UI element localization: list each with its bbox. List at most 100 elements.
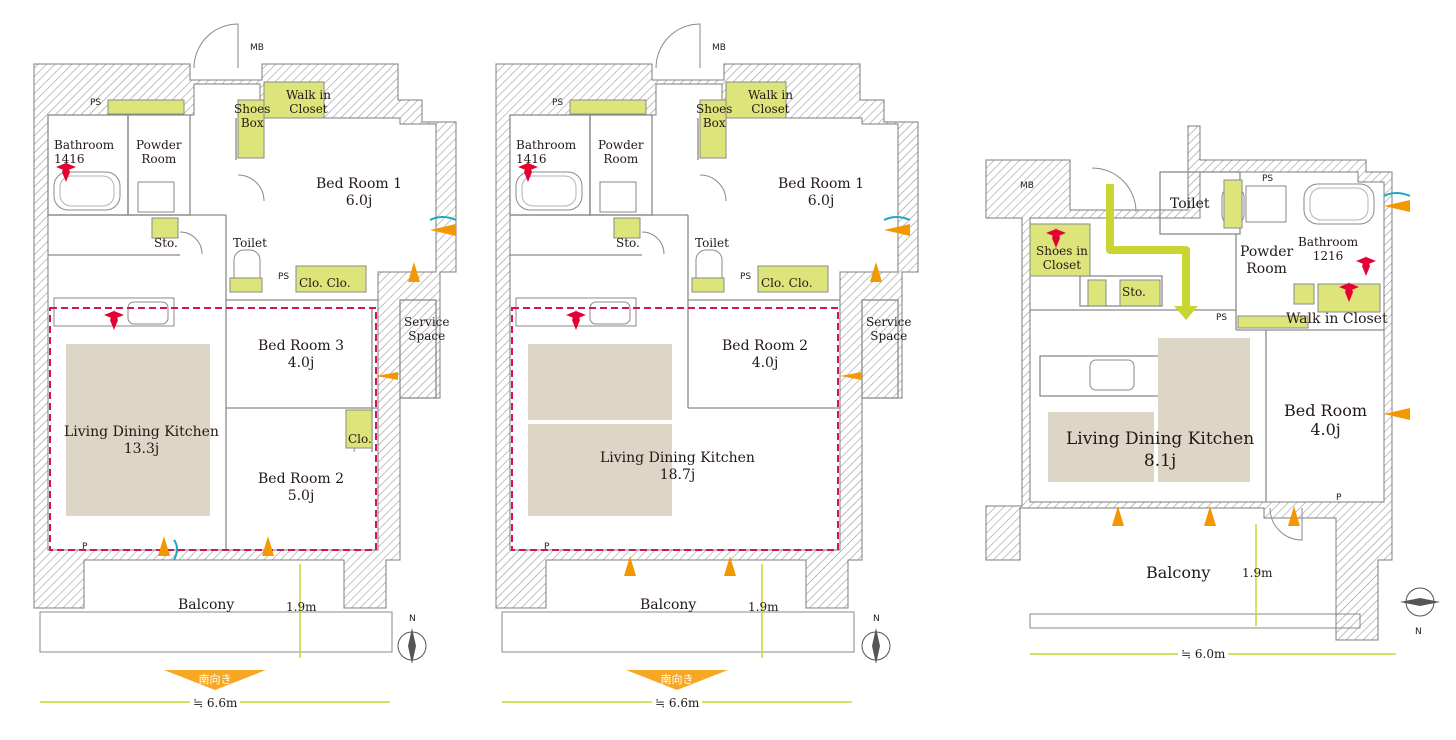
- plan-c-drawing: [985, 125, 1440, 655]
- plan-a-toilet-label: Toilet: [233, 236, 267, 250]
- plan-c-width-label: ≒ 6.0m: [1178, 647, 1229, 661]
- plan-a-compass-needle: [408, 628, 416, 664]
- plan-b-walk-in-closet-label: Walk in Closet: [748, 88, 793, 116]
- plan-c-entry-arrowhead: [1174, 306, 1198, 320]
- plan-a-sink: [127, 301, 169, 325]
- plan-b-powder-room-label: Powder Room: [598, 138, 644, 166]
- plan-c-balcony-label: Balcony: [1146, 563, 1211, 582]
- plan-c-walk-in-closet-label: Walk in Closet: [1286, 311, 1388, 327]
- plan-c-washbasin: [1245, 185, 1287, 223]
- plan-b-markers: [518, 162, 586, 330]
- plan-a-bedroom3-label: Bed Room 3 4.0j: [258, 338, 345, 371]
- plan-b-service-space-label: Service Space: [866, 315, 912, 343]
- plan-a-partitions: [47, 114, 437, 550]
- plan-b-drawing: [495, 23, 919, 703]
- plan-b-ldk-outline: [511, 307, 839, 551]
- plan-b-closets-label: Clo. Clo.: [761, 276, 813, 290]
- plan-a-drawing: [33, 23, 457, 703]
- plan-c-wind-icons: [1112, 192, 1411, 526]
- plan-a-walk-in-closet-label: Walk in Closet: [286, 88, 331, 116]
- plan-b-wind-icons: [624, 216, 911, 576]
- plan-a-bedroom1-label: Bed Room 1 6.0j: [316, 176, 403, 209]
- plan-c-storage-label: Sto.: [1122, 285, 1146, 299]
- plan-c-depth-label: 1.9m: [1242, 566, 1273, 580]
- plan-c-shoes-in-closet-label: Shoes in Closet: [1036, 244, 1088, 272]
- plan-a-mb-label: MB: [250, 43, 264, 53]
- plan-a-ldk-floor: [66, 344, 210, 516]
- plan-b-walls: [495, 63, 919, 609]
- plan-c-mb-label: MB: [1020, 181, 1034, 191]
- plan-a-width-label: ≒ 6.6m: [190, 696, 241, 710]
- plan-b-north-label: N: [873, 614, 880, 624]
- plan-a-closet-label: Clo.: [348, 432, 372, 446]
- plan-b-balcony-label: Balcony: [640, 597, 697, 613]
- plan-a-depth-label: 1.9m: [286, 600, 317, 614]
- plan-a-balcony-rail: [39, 611, 393, 653]
- plan-b-bedroom2-label: Bed Room 2 4.0j: [722, 338, 809, 371]
- plan-b-ldk-floor-top: [528, 344, 672, 420]
- plan-b-bedroom1-label: Bed Room 1 6.0j: [778, 176, 865, 209]
- plan-a-orientation-badge: 南向き: [198, 673, 232, 686]
- plan-b-bathroom-label: Bathroom 1416: [516, 138, 577, 166]
- plan-b-p-label: P: [544, 542, 550, 552]
- plan-c-balcony-rail: [1029, 613, 1361, 629]
- plan-b-doors: [641, 23, 727, 255]
- plan-a-wind-icons: [158, 216, 457, 561]
- plan-c-bedroom-label: Bed Room 4.0j: [1284, 401, 1368, 439]
- plan-b-storage: [569, 81, 829, 293]
- plan-c-ldk-floor-right: [1158, 338, 1250, 482]
- plan-a-markers: [56, 162, 124, 330]
- plan-c-entry-arrow-icon: [1106, 184, 1190, 308]
- plan-a-orientation-badge-shape: [164, 670, 266, 690]
- plan-c-north-label: N: [1415, 627, 1422, 637]
- plan-a-bedroom2-label: Bed Room 2 5.0j: [258, 471, 345, 504]
- plan-b-compass-needle: [872, 628, 880, 664]
- plan-a-shoes-box-label: Shoes Box: [234, 102, 271, 130]
- plan-a-north-label: N: [409, 614, 416, 624]
- plan-a-washbasin: [137, 181, 175, 213]
- plan-b-balcony-rail: [501, 611, 855, 653]
- plan-c-doors: [1091, 167, 1303, 541]
- plan-c-walls: [985, 125, 1393, 641]
- plan-c-bathtub: [1303, 183, 1375, 225]
- plan-b-storage-label: Sto.: [616, 236, 640, 250]
- plan-b-ldk-floor-bottom: [528, 424, 672, 516]
- plan-a-bathtub: [53, 171, 121, 211]
- plan-b-orientation-badge: 南向き: [660, 673, 694, 686]
- plan-b-ps2-label: PS: [740, 272, 752, 282]
- plan-b-sink: [589, 301, 631, 325]
- plan-c-markers: [1046, 228, 1376, 302]
- plan-a-walls: [33, 63, 457, 609]
- plan-b-orientation-badge-shape: [626, 670, 728, 690]
- plan-b-partitions: [509, 114, 899, 409]
- plan-c-sink: [1089, 359, 1135, 391]
- plan-a-balcony-label: Balcony: [178, 597, 235, 613]
- plan-c-powder-room-label: Powder Room: [1240, 244, 1294, 277]
- plan-a-ldk-label: Living Dining Kitchen 13.3j: [64, 424, 219, 457]
- plan-b-mb-label: MB: [712, 43, 726, 53]
- plan-a-service-space-label: Service Space: [404, 315, 450, 343]
- plan-c-compass-needle: [1400, 598, 1440, 606]
- plan-b-ldk-label: Living Dining Kitchen 18.7j: [600, 450, 755, 483]
- plan-b-ps-label: PS: [552, 98, 564, 108]
- plan-a-ldk-outline: [49, 307, 377, 551]
- plan-b-depth-label: 1.9m: [748, 600, 779, 614]
- plan-a-p-label: P: [82, 542, 88, 552]
- plan-c-ldk-floor-left: [1048, 412, 1154, 482]
- plan-b-bathtub-inner: [521, 175, 577, 207]
- plan-a-closets-label: Clo. Clo.: [299, 276, 351, 290]
- plan-c-partitions: [1030, 171, 1384, 502]
- plan-b-width-label: ≒ 6.6m: [652, 696, 703, 710]
- plan-a-bathroom-label: Bathroom 1416: [54, 138, 115, 166]
- plan-b-bathtub: [515, 171, 583, 211]
- plan-c-toilet-label: Toilet: [1170, 196, 1210, 212]
- plan-b-shoes-box-label: Shoes Box: [696, 102, 733, 130]
- plan-c-ps-label: PS: [1262, 174, 1274, 184]
- plan-a-bathtub-inner: [59, 175, 115, 207]
- plan-c-bathtub-inner: [1309, 187, 1369, 221]
- plan-c-bathroom-label: Bathroom 1216: [1298, 235, 1359, 263]
- plan-a-storage-label: Sto.: [154, 236, 178, 250]
- plan-a-storage: [107, 81, 373, 449]
